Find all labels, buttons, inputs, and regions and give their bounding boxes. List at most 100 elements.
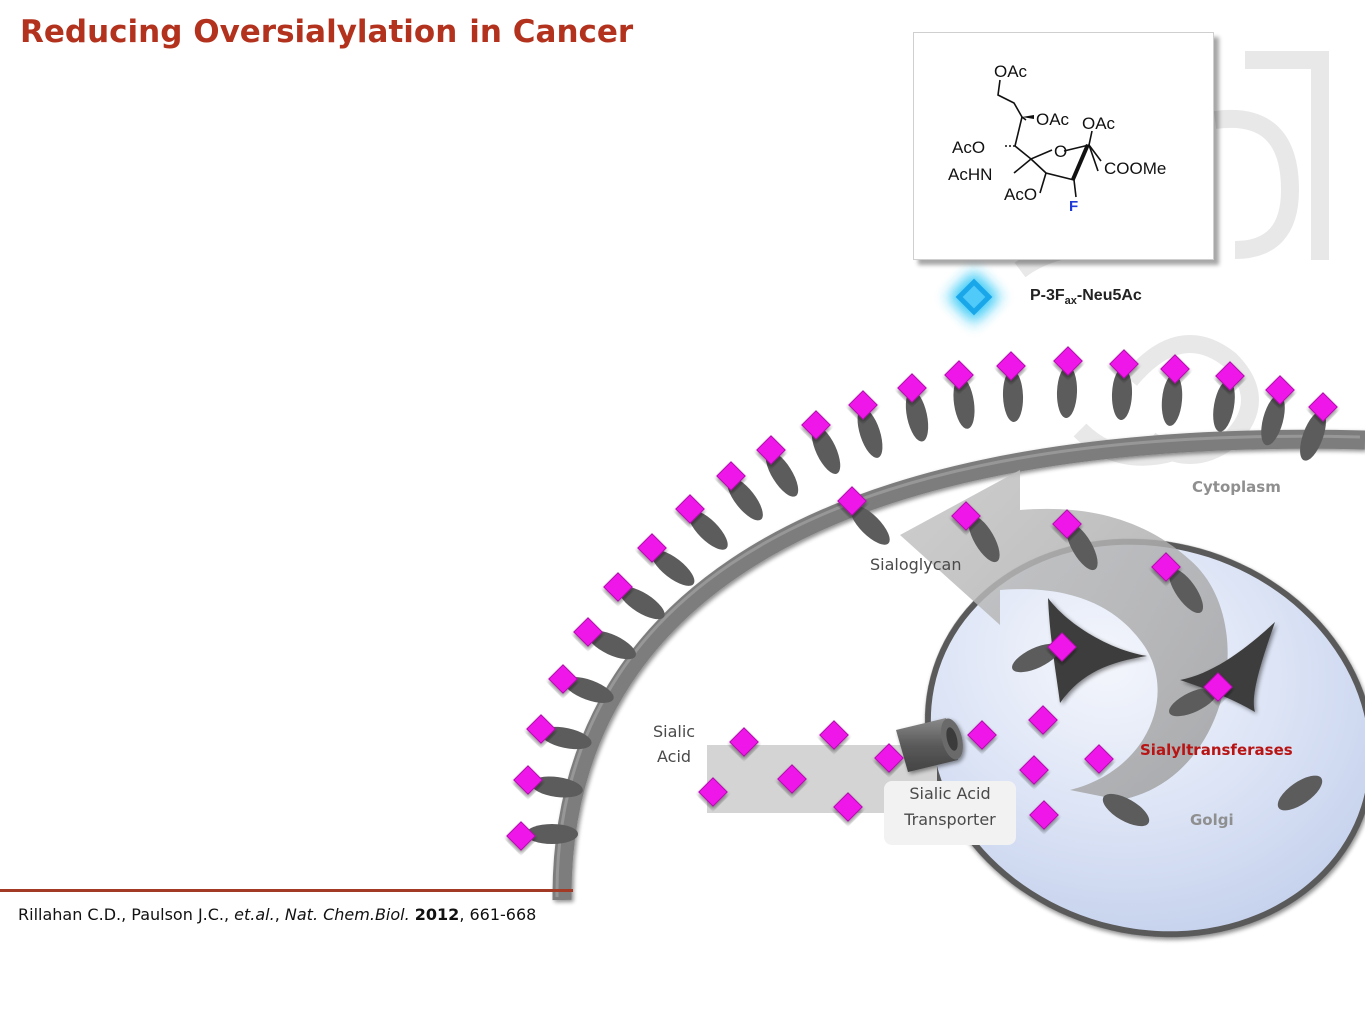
glycan-oval: [1261, 394, 1285, 446]
glycan-oval: [953, 377, 975, 429]
glycan-oval: [1161, 374, 1183, 426]
free-sialic-acid-icon: [1028, 705, 1058, 735]
footer-divider: [0, 889, 573, 892]
sialic-acid-icon: [1109, 349, 1139, 379]
sialic-acid-icon: [637, 533, 667, 563]
glycan-oval: [564, 677, 614, 703]
sialic-acid-icon: [756, 435, 786, 465]
coome-label: COOMe: [1104, 159, 1166, 178]
oac-top-label: OAc: [994, 62, 1028, 81]
glycan-oval: [1169, 687, 1217, 717]
sialic-acid-icon: [506, 821, 536, 851]
glycan-oval: [811, 426, 841, 474]
citation-separator-1: ,: [274, 905, 285, 924]
sialic-acid-icon: [1215, 361, 1245, 391]
sialic-acid-icon: [1151, 552, 1181, 582]
p3fax-neu5ac-icon: [947, 270, 1001, 324]
cytoplasm-label: Cytoplasm: [1192, 478, 1281, 496]
glycan-oval: [1277, 775, 1323, 811]
sialic-acid-icon: [848, 390, 878, 420]
free-sialic-acid-icon: [698, 777, 728, 807]
sialyltransferase-enzyme-1: [1048, 598, 1147, 703]
title-part2: in Cancer: [469, 14, 634, 50]
free-sialic-acid-icon: [729, 727, 759, 757]
sialic-acid-icon: [1265, 375, 1295, 405]
sialic-acid-icon: [1203, 672, 1233, 702]
transporter-label-line1: Sialic Acid: [909, 784, 991, 803]
sialic-acid-icon: [1053, 346, 1083, 376]
glycan-oval: [1111, 368, 1133, 420]
sialic-acid-icon: [716, 461, 746, 491]
sialic-acid-icon: [675, 494, 705, 524]
glycan-oval: [1002, 370, 1024, 422]
glycan-oval: [765, 451, 799, 497]
sialic-acid-icon: [996, 351, 1026, 381]
achn-label: AcHN: [948, 165, 992, 184]
sialic-acid-label: Sialic Acid: [653, 719, 695, 769]
free-sialic-acid-icon: [1029, 800, 1059, 830]
glycan-oval: [968, 515, 1000, 563]
sialic-acid-icon: [801, 410, 831, 440]
chemical-structure: OAc OAc OAc AcO O AcHN COOMe AcO F: [948, 62, 1166, 215]
glycan-oval: [588, 630, 636, 660]
compound-label-prefix: P-3F: [1030, 287, 1065, 304]
sialic-acid-icon: [513, 765, 543, 795]
glycan-oval: [1168, 568, 1204, 614]
sialic-acid-label-line1: Sialic: [653, 722, 696, 741]
aco-left-label: AcO: [952, 138, 985, 157]
sialic-acid-icon: [526, 714, 556, 744]
sialic-acid-icon: [1308, 392, 1338, 422]
glycan-oval: [1056, 366, 1078, 418]
citation-authors: Rillahan C.D., Paulson J.C.,: [18, 905, 235, 924]
ring-oxygen-label: O: [1054, 142, 1067, 161]
free-sialic-acid-icon: [777, 764, 807, 794]
citation: Rillahan C.D., Paulson J.C., et.al., Nat…: [18, 905, 536, 924]
aco-bottom-label: AcO: [1004, 185, 1037, 204]
free-sialic-acid-icon: [819, 720, 849, 750]
oac-mid-label: OAc: [1036, 110, 1070, 129]
glycan-oval: [905, 390, 929, 442]
fluorine-label: F: [1069, 198, 1078, 215]
sialic-acid-icon: [573, 617, 603, 647]
sialoglycan-label: Sialoglycan: [870, 555, 962, 574]
free-sialic-acid-icon: [833, 792, 863, 822]
citation-year: 2012: [414, 905, 460, 924]
citation-etal: et.al.: [234, 905, 275, 924]
sialic-acid-label-line2: Acid: [657, 747, 692, 766]
transporter-label: Sialic Acid Transporter: [884, 781, 1016, 845]
sialic-acid-icon: [1160, 354, 1190, 384]
sialic-acid-icon: [1047, 632, 1077, 662]
sialic-acid-icon: [837, 486, 867, 516]
glycan-oval: [727, 477, 763, 521]
golgi-label: Golgi: [1190, 811, 1234, 829]
sialic-acid-icon: [944, 360, 974, 390]
glycan-oval: [1300, 411, 1326, 461]
oac-anomeric-label: OAc: [1082, 114, 1116, 133]
free-sialic-acid-icon: [1019, 755, 1049, 785]
sialic-acid-icon: [603, 572, 633, 602]
sialic-acid-icon: [548, 664, 578, 694]
transporter-label-line2: Transporter: [904, 810, 996, 829]
sialic-acid-icon: [897, 373, 927, 403]
citation-pages: , 661-668: [459, 905, 537, 924]
compound-label-suffix: -Neu5Ac: [1076, 287, 1142, 304]
glycan-oval: [651, 550, 695, 586]
transporter-icon: [896, 718, 963, 772]
sialyltransferase-enzyme-2: [1180, 622, 1275, 712]
compound-label: P-3Fax-Neu5Ac: [1030, 287, 1142, 307]
glycan-oval: [1102, 793, 1150, 827]
glycan-oval: [531, 776, 583, 798]
glycan-oval: [526, 824, 578, 844]
free-sialic-acid-icon: [1084, 744, 1114, 774]
glycan-oval: [850, 505, 890, 545]
glycan-oval: [1066, 523, 1098, 571]
glycan-oval: [1012, 643, 1060, 673]
sialic-acid-icon: [1052, 509, 1082, 539]
glycan-oval: [688, 510, 728, 550]
sialyltransferases-label: Sialyltransferases: [1140, 741, 1293, 759]
chemical-structure-panel: OAc OAc OAc AcO O AcHN COOMe AcO F: [913, 32, 1214, 260]
citation-journal: Nat. Chem.Biol.: [284, 905, 410, 924]
compound-label-subscript: ax: [1064, 295, 1077, 308]
glycan-oval: [619, 586, 665, 620]
